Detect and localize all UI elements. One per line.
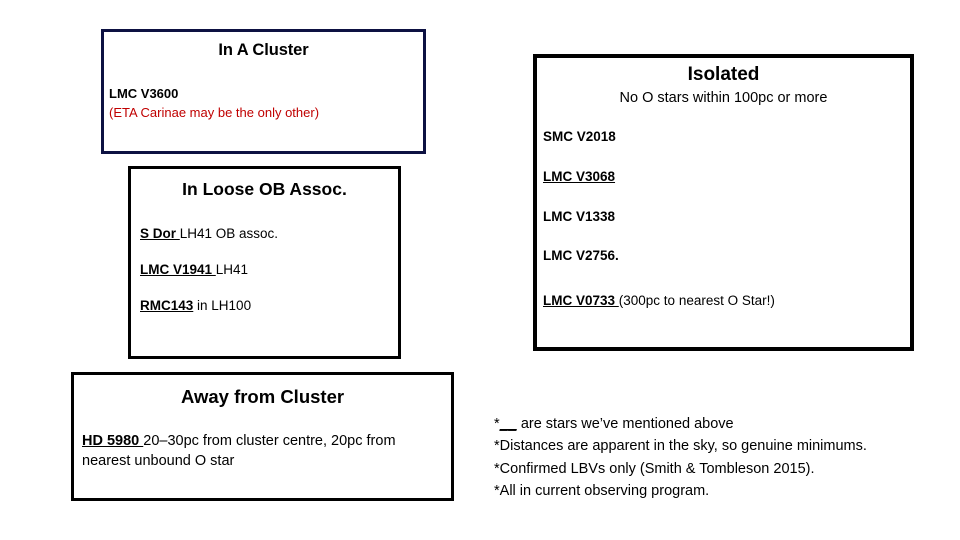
star-note-rmc143: in LH100 bbox=[193, 298, 252, 313]
list-item: RMC143 in LH100 bbox=[140, 298, 398, 313]
star-name-s-dor: S Dor bbox=[140, 226, 180, 241]
star-name-hd-5980: HD 5980 bbox=[82, 433, 144, 449]
panel-away-from-cluster-title: Away from Cluster bbox=[180, 386, 345, 407]
footnotes-block: *__ are stars we’ve mentioned above *Dis… bbox=[494, 413, 954, 503]
star-name-lmc-v0733: LMC V0733 bbox=[543, 293, 619, 308]
footnote-marker: * bbox=[494, 483, 500, 500]
footnote-item-3: *Confirmed LBVs only (Smith & Tombleson … bbox=[494, 458, 954, 480]
star-name-lmc-v3068: LMC V3068 bbox=[543, 169, 616, 184]
footnote-marker: * bbox=[494, 460, 500, 477]
list-item: LMC V1941 LH41 bbox=[140, 262, 398, 277]
footnote-text-3: Confirmed LBVs only (Smith & Tombleson 2… bbox=[499, 460, 815, 477]
list-item: LMC V3068 bbox=[543, 169, 910, 184]
footnote-blank-underline: __ bbox=[499, 416, 517, 432]
panel-in-a-cluster-note-eta-carinae: (ETA Carinae may be the only other) bbox=[109, 105, 320, 120]
list-item: LMC V0733 (300pc to nearest O Star!) bbox=[543, 293, 910, 308]
footnote-text-1: are stars we’ve mentioned above bbox=[516, 416, 734, 432]
star-note-hd-5980: 20–30pc from cluster centre, 20pc from n… bbox=[82, 433, 396, 469]
footnote-text-2: Distances are apparent in the sky, so ge… bbox=[499, 438, 867, 455]
panel-in-a-cluster-entry-lmc-v3600: LMC V3600 bbox=[109, 86, 179, 101]
star-name-rmc143: RMC143 bbox=[140, 298, 194, 313]
list-item: LMC V2756. bbox=[543, 248, 910, 263]
panel-away-from-cluster: Away from Cluster HD 5980 20–30pc from c… bbox=[71, 372, 454, 501]
footnote-marker: * bbox=[494, 438, 500, 455]
star-note-s-dor: LH41 OB assoc. bbox=[179, 226, 279, 241]
list-item: LMC V1338 bbox=[543, 209, 910, 224]
star-name-lmc-v2756: LMC V2756. bbox=[543, 248, 619, 263]
panel-in-a-cluster-title: In A Cluster bbox=[218, 41, 309, 59]
list-item: SMC V2018 bbox=[543, 129, 910, 144]
star-name-lmc-v1338: LMC V1338 bbox=[543, 209, 616, 224]
footnote-marker: * bbox=[494, 416, 500, 432]
footnote-item-1: *__ are stars we’ve mentioned above bbox=[494, 413, 954, 435]
panel-in-loose-ob-assoc-title: In Loose OB Assoc. bbox=[182, 179, 347, 199]
footnote-text-4: All in current observing program. bbox=[499, 483, 710, 500]
panel-in-a-cluster: In A Cluster LMC V3600 (ETA Carinae may … bbox=[101, 29, 426, 154]
star-name-smc-v2018: SMC V2018 bbox=[543, 129, 616, 144]
panel-isolated-subtitle: No O stars within 100pc or more bbox=[619, 90, 828, 106]
footnote-item-4: *All in current observing program. bbox=[494, 480, 954, 502]
panel-isolated: Isolated No O stars within 100pc or more… bbox=[533, 54, 914, 351]
list-item: HD 5980 20–30pc from cluster centre, 20p… bbox=[82, 432, 445, 471]
list-item: S Dor LH41 OB assoc. bbox=[140, 226, 398, 241]
panel-in-loose-ob-assoc: In Loose OB Assoc. S Dor LH41 OB assoc. … bbox=[128, 166, 401, 359]
panel-isolated-title: Isolated bbox=[687, 64, 760, 85]
star-note-lmc-v1941: LH41 bbox=[215, 262, 249, 277]
star-note-lmc-v0733: (300pc to nearest O Star!) bbox=[618, 293, 775, 308]
footnote-item-2: *Distances are apparent in the sky, so g… bbox=[494, 435, 954, 457]
star-name-lmc-v1941: LMC V1941 bbox=[140, 262, 216, 277]
